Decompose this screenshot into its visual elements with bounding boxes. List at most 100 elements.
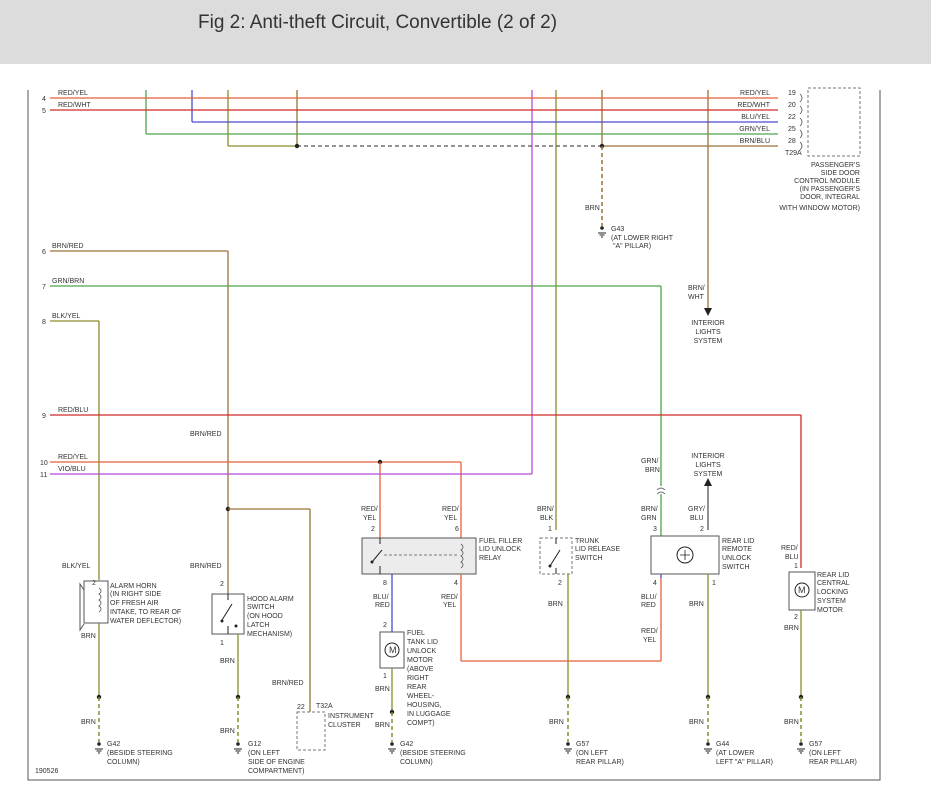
pin-number: 4 [653,580,657,587]
module-desc-line: (IN PASSENGER'S [800,186,861,193]
pin-number: 2 [558,580,562,587]
component-label: CENTRAL [817,580,850,587]
ground-wire-label: BRN [375,722,390,729]
wire-label: BRN/ [641,506,658,513]
component-label: HOUSING, [407,702,442,709]
pin-number: 6 [42,249,46,256]
module-pin-number: 22 [788,114,796,121]
component-label: WHEEL- [407,693,435,700]
wire-label: BRN/RED [272,680,304,687]
component-label: RIGHT [407,675,430,682]
ground-dot [236,742,240,746]
component-label: SYSTEM [817,598,846,605]
module-pin-number: 20 [788,102,796,109]
pin-number: 7 [42,284,46,291]
wire-label: RED/YEL [58,90,88,97]
pin-number: 2 [700,526,704,533]
pin-number: 2 [220,581,224,588]
pin-number: 2 [383,622,387,629]
ground-dot [97,742,101,746]
ground-dot [706,742,710,746]
ground-wire-label: BRN [220,728,235,735]
wire-label: RED/ [441,594,458,601]
ground-icon [598,232,606,238]
ground-icon [388,748,396,754]
door-control-module [807,87,861,157]
wire-label: RED [641,602,656,609]
wire-label: RED/BLU [58,407,88,414]
ground-desc: COMPARTMENT) [248,768,305,775]
pin-number: 6 [455,526,459,533]
ground-dot [799,742,803,746]
module-desc-line: PASSENGER'S [811,162,860,169]
switch-icon [221,594,233,634]
switch-contact [548,564,552,568]
pin-number: 11 [40,472,47,479]
switch-contact [234,624,238,628]
wire-label: BLU/ [373,594,389,601]
pin-number: 8 [42,319,46,326]
g43-wire-label: BRN [585,205,600,212]
wire-label: RED [375,602,390,609]
wire-label: YEL [443,602,456,609]
wire-label: BLK/YEL [62,563,91,570]
figure-id: 190526 [35,768,58,775]
component-label: IN LUGGAGE [407,711,451,718]
wire-label: RED/ [442,506,459,513]
ground-desc: (BESIDE STEERING [107,750,173,757]
wire-label: RED/WHT [58,102,91,109]
wire-label: GRN [641,515,657,522]
wire-label: VIO/BLU [58,466,86,473]
component-label: TRUNK [575,538,599,545]
ground-name: G12 [248,741,261,748]
component-label: REMOTE [722,546,752,553]
component-label: MECHANISM) [247,631,292,638]
connector-brackets [799,93,803,151]
pin-number: 1 [383,673,387,680]
rear-lid-locking-motor [788,571,816,611]
wire-label: BRN [689,601,704,608]
ground-name: G42 [107,741,120,748]
component-label: LATCH [247,622,269,629]
module-desc-line: DOOR, INTEGRAL [800,194,860,201]
wire-label: BLU/ [641,594,657,601]
module-pin-number: 28 [788,138,796,145]
interior-top-desc: INTERIOR [691,320,724,327]
ground-dot [390,742,394,746]
ground-name: G57 [576,741,589,748]
interior-mid-desc: SYSTEM [694,471,723,478]
rear-switch-symbol [680,550,690,560]
ground-name: G57 [809,741,822,748]
wire-label: RED/YEL [58,454,88,461]
interior-top-desc: SYSTEM [694,338,723,345]
wire-label: RED/ [361,506,378,513]
component-label: MOTOR [817,607,843,614]
arrow-down-interior-top [704,308,712,316]
module-pin-number: 19 [788,90,796,97]
component-label: COMPT) [407,720,435,727]
ground-dot [600,226,604,230]
instrument-cluster [296,711,326,751]
wire-label: RED/ [641,628,658,635]
ground-icon [95,748,103,754]
switch-icon [549,538,561,574]
rear-switch-icon [676,546,694,564]
pin-number: 5 [42,108,46,115]
component-label: OF FRESH AIR [110,600,159,607]
component-label: FUEL [407,630,425,637]
pin-number: 4 [42,96,46,103]
component-label: SWITCH [247,604,275,611]
wire-label: GRN/BRN [52,278,84,285]
g43-name: G43 [611,226,624,233]
component-label: TANK LID [407,639,438,646]
component-label: LOCKING [817,589,849,596]
component-label: (IN RIGHT SIDE [110,591,162,598]
pin-number: 2 [371,526,375,533]
ground-desc: (ON LEFT [809,750,842,757]
ground-desc: (AT LOWER [716,750,754,757]
wire-label: YEL [444,515,457,522]
ground-wire-label: BRN [81,719,96,726]
pin-number: 9 [42,413,46,420]
ground-desc: LEFT "A" PILLAR) [716,759,773,766]
